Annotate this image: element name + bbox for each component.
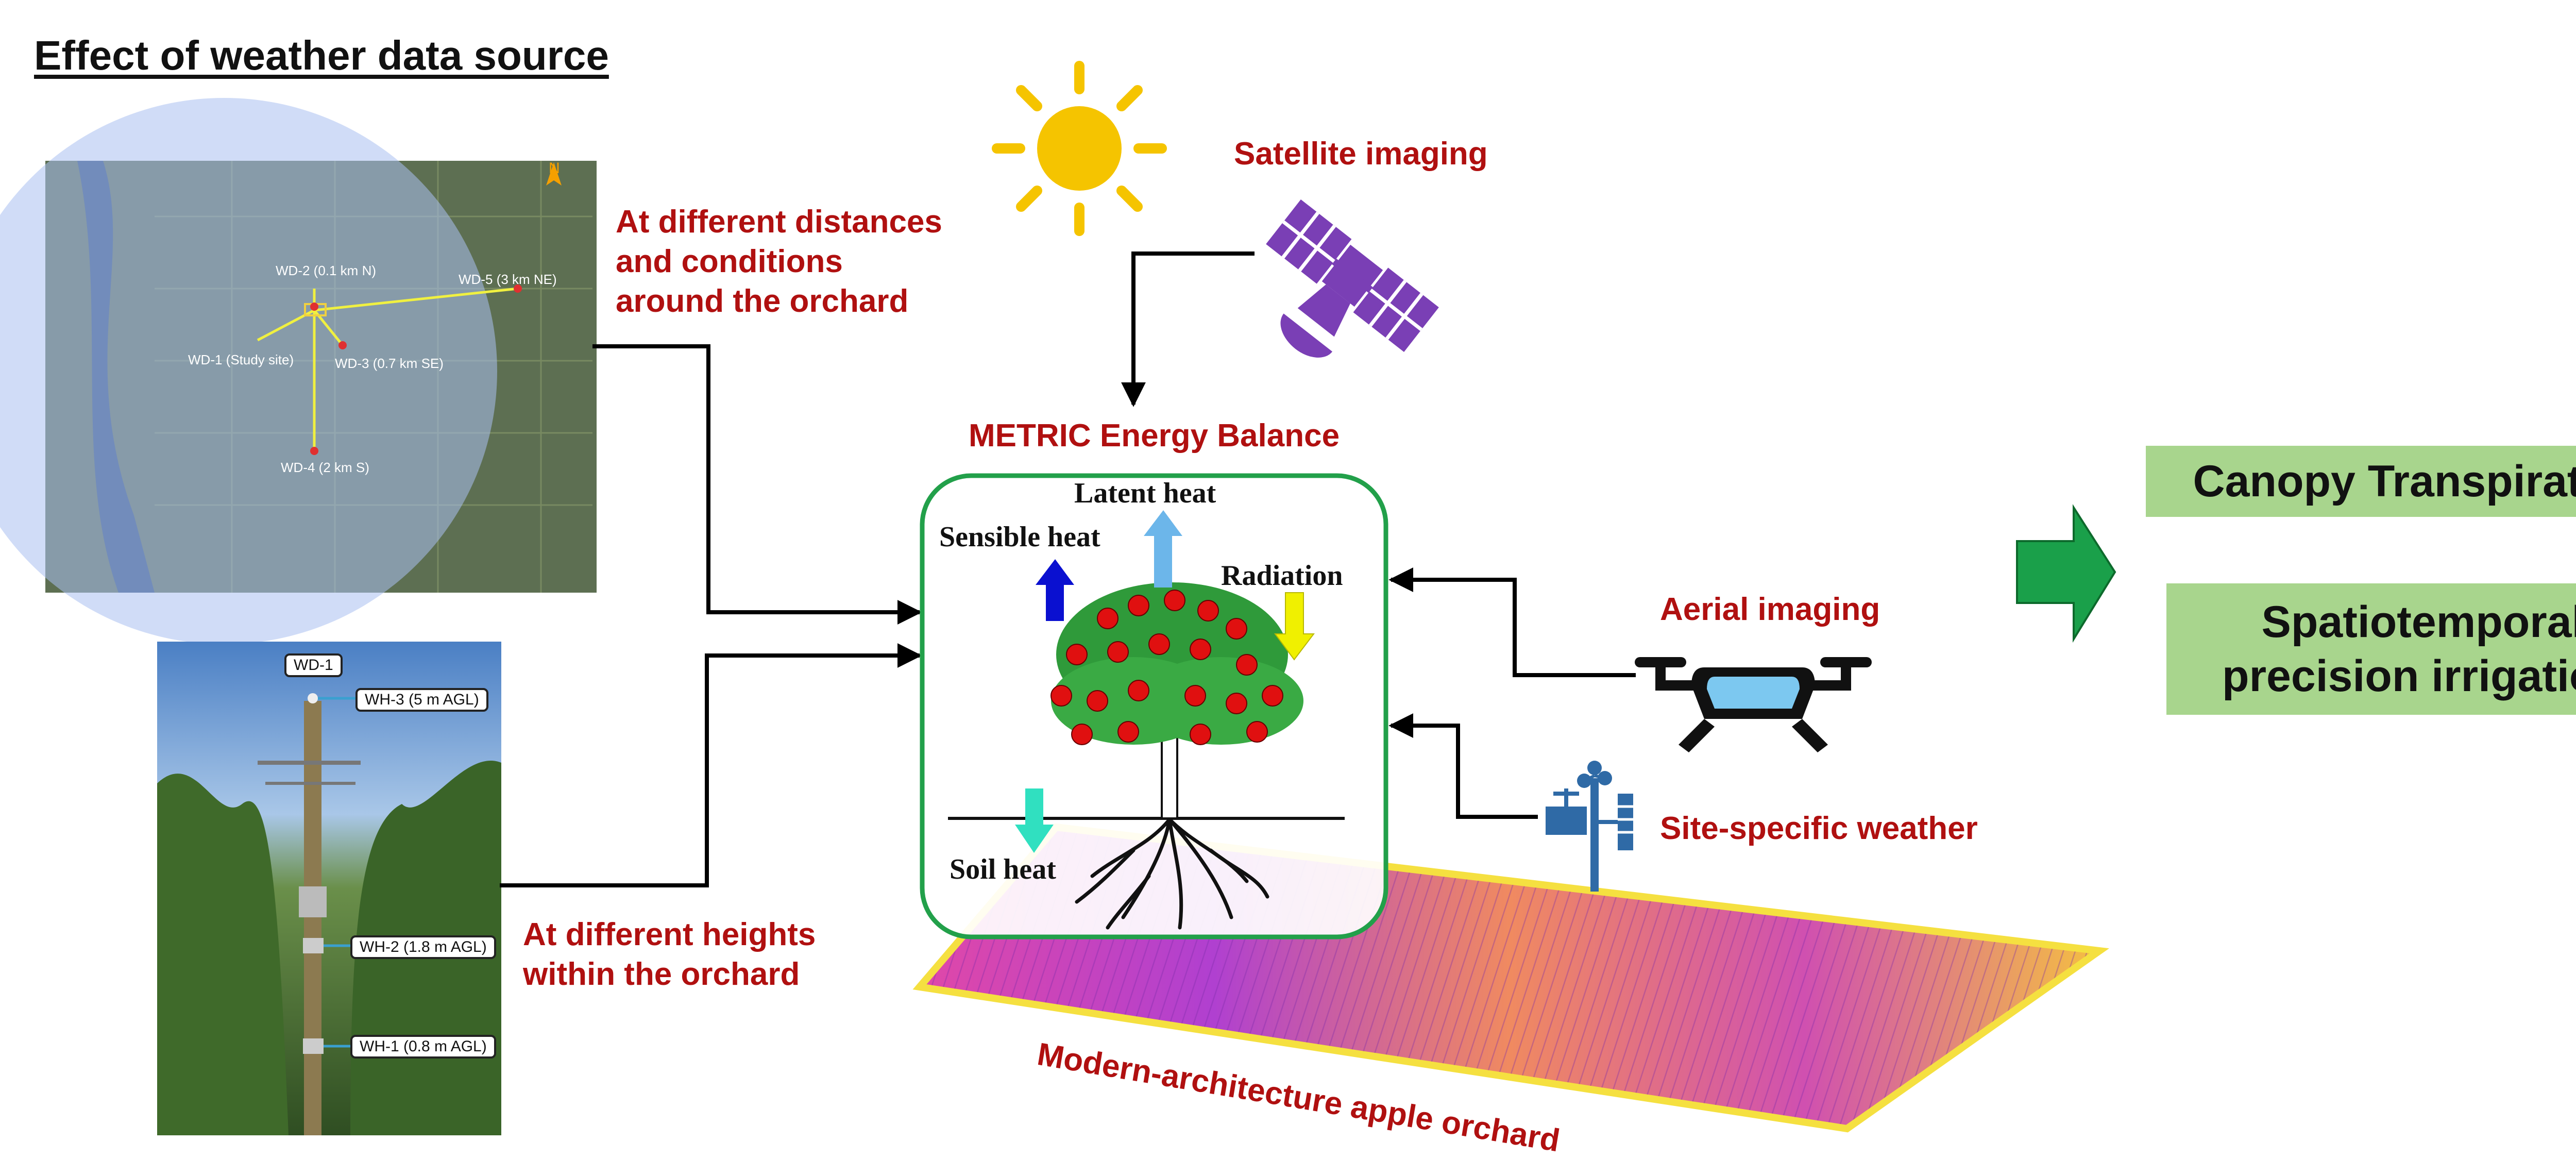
sensible-heat-label: Sensible heat (939, 521, 1100, 553)
sensor-tag-wh3: WH-3 (5 m AGL) (355, 688, 488, 712)
connector-weather-to-box (1388, 713, 1538, 819)
map-point-wd4: WD-4 (2 km S) (281, 460, 369, 475)
connector-tower-to-box (500, 643, 922, 887)
apple-tree-icon (948, 582, 1345, 930)
page-title: Effect of weather data source (34, 32, 609, 78)
drone-icon (1635, 657, 1872, 752)
study-radius-circle (0, 98, 497, 644)
latent-heat-arrow (1144, 510, 1182, 588)
satellite-label: Satellite imaging (1234, 136, 1488, 172)
sun-icon (992, 61, 1167, 236)
north-label: N (549, 160, 560, 177)
weather-label: Site-specific weather (1660, 811, 1978, 846)
sensor-tag-wh2: WH-2 (1.8 m AGL) (350, 935, 496, 959)
satellite-icon (1266, 199, 1439, 358)
radiation-label: Radiation (1221, 560, 1343, 592)
map-point-wd3: WD-3 (0.7 km SE) (335, 356, 444, 371)
latent-heat-label: Latent heat (1074, 477, 1216, 509)
heights-label: At different heights within the orchard (523, 917, 816, 992)
soil-heat-label: Soil heat (950, 853, 1056, 885)
connector-satellite-to-metric (1121, 251, 1255, 407)
map-point-wd2: WD-2 (0.1 km N) (276, 263, 376, 278)
map-image (0, 98, 597, 644)
distances-label: At different distances and conditions ar… (616, 204, 942, 319)
station-tag: WD-1 (284, 653, 343, 677)
output-arrow-icon (2016, 504, 2116, 643)
radiation-arrow (1274, 592, 1315, 661)
soil-heat-arrow (1015, 788, 1054, 853)
aerial-label: Aerial imaging (1660, 592, 1880, 627)
tower-photo (157, 642, 501, 1135)
sensible-heat-arrow (1036, 559, 1074, 621)
weather-station-icon (1546, 761, 1633, 892)
north-arrow-icon (546, 162, 562, 186)
metric-label: METRIC Energy Balance (969, 418, 1340, 454)
connector-map-to-box (592, 344, 922, 625)
precision-irrigation-box: Spatiotemporal precision irrigation (2166, 583, 2576, 715)
sensor-tag-wh1: WH-1 (0.8 m AGL) (350, 1035, 496, 1059)
connector-drone-to-box (1388, 567, 1636, 677)
canopy-transpiration-box: Canopy Transpiration (2146, 446, 2576, 517)
map-point-wd1: WD-1 (Study site) (188, 352, 294, 367)
map-point-wd5: WD-5 (3 km NE) (459, 272, 557, 287)
